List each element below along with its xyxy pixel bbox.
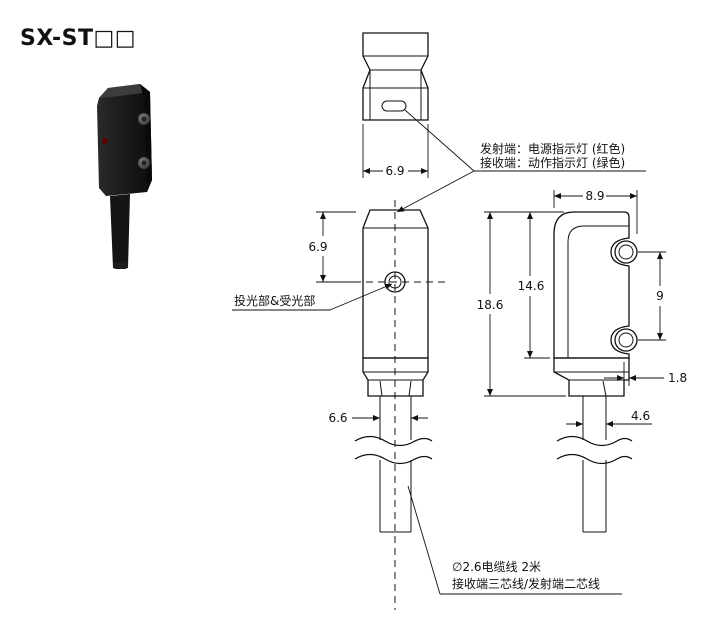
- dim-front-height: 6.9: [308, 240, 327, 254]
- dim-side-cable-width: 4.6: [631, 409, 650, 423]
- label-lens: 投光部&受光部: [234, 293, 315, 308]
- dim-side-width: 8.9: [585, 189, 604, 203]
- label-cable-spec: ∅2.6电缆线 2米: [452, 560, 541, 574]
- front-view: 6.9 6.6: [308, 200, 445, 610]
- dim-hole-pitch: 9: [656, 289, 664, 303]
- dim-lens-height: 14.6: [518, 279, 545, 293]
- label-emitter: 发射端：电源指示灯 (红色): [480, 141, 625, 156]
- dim-front-cable-width: 6.6: [328, 411, 347, 425]
- dim-total-height: 18.6: [477, 298, 504, 312]
- dim-offset: 1.8: [668, 371, 687, 385]
- side-view: 8.9 18.6 14.6 9 1.8 4.6: [477, 189, 687, 533]
- top-view: 6.9: [362, 32, 429, 178]
- label-receiver: 接收端：动作指示灯 (绿色): [480, 155, 625, 170]
- model-title: SX-ST□□: [20, 26, 137, 51]
- product-photo: [97, 84, 152, 269]
- label-cable-cores: 接收端三芯线/发射端二芯线: [452, 576, 600, 591]
- dim-top-width: 6.9: [385, 164, 404, 178]
